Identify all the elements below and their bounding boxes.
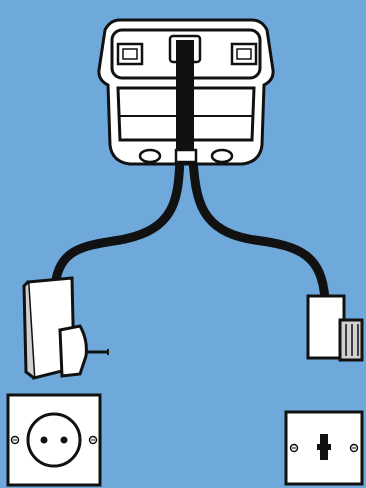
power-socket-hole-right [60,436,68,444]
wall-power-socket-icon [6,393,102,487]
foot-right [210,148,234,164]
phone-base-station-icon [97,18,275,166]
phone-socket-slot-bar [317,444,331,450]
adapter-back [22,280,35,380]
adapter-plug-head [58,324,88,378]
telephone-line-plug-icon [306,294,364,362]
power-plug-adapter-icon [22,276,109,380]
line-plug-body [306,294,346,360]
jack-right-inner [236,48,252,60]
jack-left-inner [122,48,138,60]
power-socket-hole-left [40,436,48,444]
wall-telephone-socket-icon [284,410,364,486]
phone-line-cable [185,55,330,305]
power-cable [50,55,188,290]
foot-left [138,148,162,164]
cable-exit [174,148,198,164]
power-socket-face [26,412,82,468]
